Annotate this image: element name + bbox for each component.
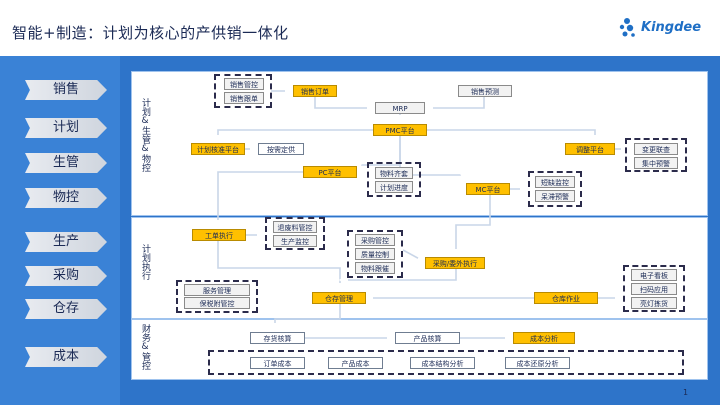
pmc-platform-box[interactable]: PMC平台: [373, 124, 427, 136]
product-accounting-box[interactable]: 产品核算: [395, 332, 460, 344]
cost-analysis-box[interactable]: 成本分析: [513, 332, 575, 344]
sales-control-group: [214, 74, 272, 108]
stagnant-alert-box[interactable]: 呆滞预警: [535, 190, 575, 202]
return-material-box[interactable]: 退废料管控: [273, 221, 317, 233]
sales-forecast-box[interactable]: 销售预测: [458, 85, 512, 97]
plan-approve-box[interactable]: 计划核准平台: [191, 143, 245, 155]
barcode-app-box[interactable]: 扫码应用: [631, 283, 677, 295]
sales-follow-box[interactable]: 销售跟单: [224, 92, 264, 104]
mrp-box[interactable]: MRP: [375, 102, 425, 114]
work-order-control-group: [265, 217, 325, 250]
sales-order-box[interactable]: 销售订单: [293, 85, 337, 97]
kit-progress-group: [367, 162, 421, 197]
change-alert-group: [625, 138, 687, 172]
cost-structure-box[interactable]: 成本结构分析: [410, 357, 475, 369]
region-title-planning: 计划&生管&物控: [140, 98, 150, 172]
kingdee-logo-icon: [619, 18, 635, 37]
warehouse-ops-box[interactable]: 仓库作业: [534, 292, 598, 304]
adjust-platform-box[interactable]: 调整平台: [565, 143, 615, 155]
region-title-cost: 财务&管控: [140, 324, 150, 370]
sidebar-label-cost: 成本: [25, 347, 107, 367]
sidebar-label-material-control: 物控: [25, 188, 107, 208]
sales-mgmt-box[interactable]: 销售管控: [224, 78, 264, 90]
shortage-stagnant-group: [528, 171, 582, 207]
cost-reports-group: [208, 350, 684, 375]
work-order-box[interactable]: 工单执行: [192, 229, 246, 241]
purchase-control-group: [347, 230, 403, 278]
region-cost: [131, 319, 708, 380]
change-contact-box[interactable]: 变更联查: [634, 143, 678, 155]
sidebar-label-warehouse: 仓存: [25, 299, 107, 319]
quality-control-box[interactable]: 质量控制: [355, 248, 395, 260]
demand-supply-box[interactable]: 按需定供: [258, 143, 304, 155]
warehouse-tools-group: [623, 265, 685, 312]
material-follow-box[interactable]: 物料跟催: [355, 262, 395, 274]
sidebar-label-purchase: 采购: [25, 266, 107, 286]
plan-progress-box[interactable]: 计划进度: [375, 181, 413, 193]
purchase-monitor-box[interactable]: 采购管控: [355, 234, 395, 246]
sidebar-label-plan: 计划: [25, 118, 107, 138]
inventory-accounting-box[interactable]: 存货核算: [250, 332, 305, 344]
page-number: 1: [683, 388, 689, 397]
sidebar-label-sales: 销售: [25, 80, 107, 100]
material-kit-box[interactable]: 物料齐套: [375, 167, 413, 179]
bright-light-box[interactable]: 亮灯拣货: [631, 297, 677, 309]
order-cost-box[interactable]: 订单成本: [250, 357, 305, 369]
sidebar-label-production: 生产: [25, 232, 107, 252]
brand-name: Kingdee: [641, 20, 702, 35]
sidebar-strip: [0, 56, 120, 405]
region-title-execution: 计划执行: [140, 244, 150, 280]
service-bonded-group: [176, 280, 258, 313]
warehouse-mgmt-box[interactable]: 仓存管理: [312, 292, 366, 304]
pc-platform-box[interactable]: PC平台: [303, 166, 357, 178]
bonded-mgmt-box[interactable]: 保税附管控: [184, 297, 250, 309]
mc-platform-box[interactable]: MC平台: [466, 183, 510, 195]
page-title: 智能+制造：计划为核心的产供销一体化: [12, 24, 289, 42]
centralized-alert-box[interactable]: 集中预警: [634, 157, 678, 169]
sidebar-label-production-mgmt: 生管: [25, 153, 107, 173]
production-monitor-box[interactable]: 生产监控: [273, 235, 317, 247]
product-cost-box[interactable]: 产品成本: [328, 357, 383, 369]
purchase-outsource-box[interactable]: 采购/委外执行: [425, 257, 485, 269]
e-kanban-box[interactable]: 电子看板: [631, 269, 677, 281]
brand-logo: Kingdee: [615, 14, 715, 42]
cost-restore-box[interactable]: 成本还原分析: [505, 357, 570, 369]
shortage-monitor-box[interactable]: 短缺监控: [535, 176, 575, 188]
service-mgmt-box[interactable]: 服务管理: [184, 284, 250, 296]
